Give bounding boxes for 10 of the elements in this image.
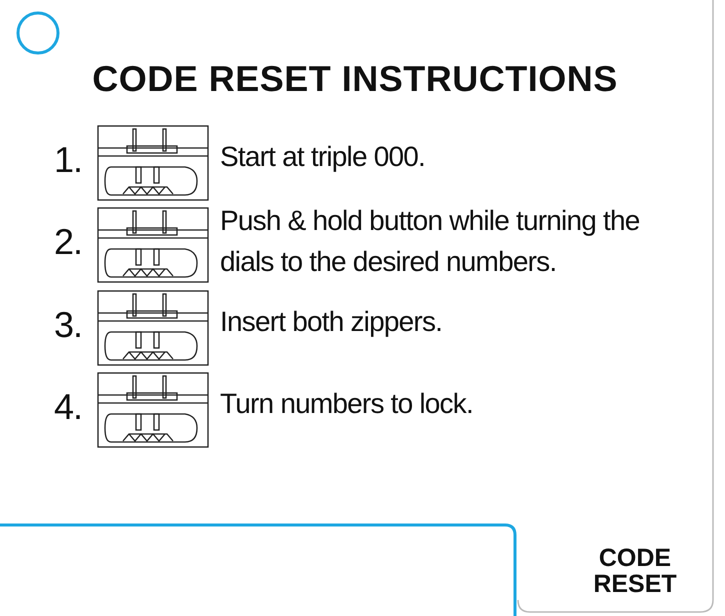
step-number: 1. [54, 139, 82, 181]
step-number: 4. [54, 386, 82, 428]
step-text: Turn numbers to lock. [220, 387, 474, 421]
step-text: Push & hold button while turning the dials to the desired numbers. [220, 204, 641, 279]
corner-label: CODE RESET [592, 545, 678, 598]
step-text: Start at triple 000. [220, 140, 426, 174]
step-number: 2. [54, 221, 82, 263]
step-number: 3. [54, 304, 82, 346]
title: CODE RESET INSTRUCTIONS [91, 58, 619, 100]
step-text: Insert both zippers. [220, 305, 444, 339]
